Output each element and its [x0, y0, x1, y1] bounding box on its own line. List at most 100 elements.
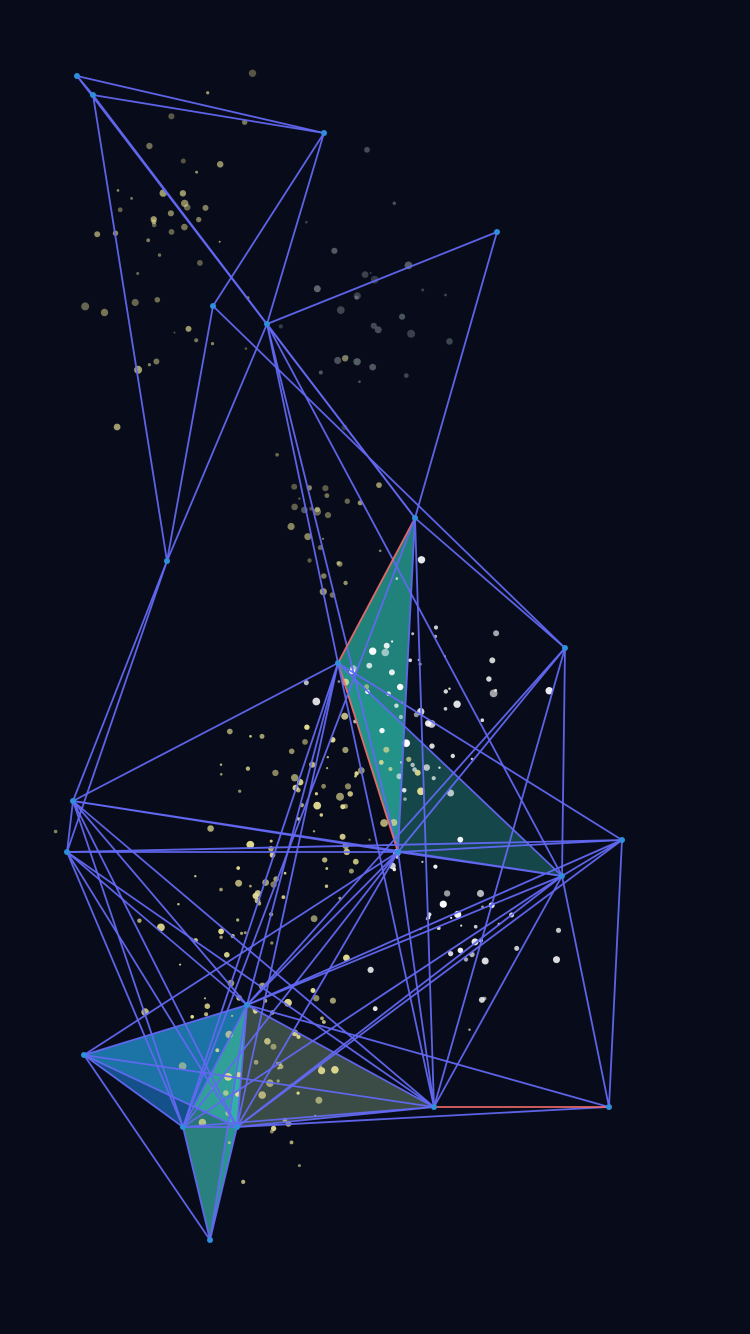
dust-particle-193 [406, 756, 412, 762]
dust-particle-1 [341, 355, 349, 362]
dust-particle-42 [173, 331, 176, 334]
edge-Q-S [83, 1054, 238, 1128]
node-C [494, 229, 500, 235]
node-M [559, 873, 565, 879]
dust-particle-181 [321, 783, 326, 789]
dust-particle-6 [136, 272, 140, 275]
dust-particle-265 [310, 988, 316, 993]
dust-particle-75 [403, 373, 409, 378]
dust-particle-79 [298, 497, 301, 500]
dust-particle-12 [151, 219, 157, 225]
dust-particle-152 [421, 860, 424, 864]
dust-particle-217 [179, 963, 182, 966]
dust-particle-4 [130, 197, 134, 200]
dust-particle-104 [395, 577, 399, 580]
dust-particle-89 [337, 561, 343, 567]
dust-particle-302 [468, 1028, 471, 1031]
dust-particle-266 [224, 952, 230, 958]
dust-particle-16 [195, 170, 199, 174]
node-Q [81, 1052, 87, 1058]
dust-particle-251 [243, 931, 247, 935]
dust-particle-224 [283, 871, 287, 875]
edge-H-R [182, 662, 339, 1128]
dust-particle-212 [352, 858, 359, 865]
edge-S-U [236, 1106, 610, 1128]
edge-L-M [397, 851, 563, 877]
dust-particle-289 [450, 916, 453, 920]
dust-particle-336 [318, 1067, 326, 1075]
edge-K-O [66, 851, 248, 1006]
edge-J-K [66, 800, 74, 853]
dust-particle-255 [281, 895, 286, 899]
dust-particle-202 [291, 774, 299, 782]
dust-particle-216 [137, 918, 142, 923]
dust-particle-135 [489, 657, 496, 664]
dust-particle-53 [369, 271, 372, 274]
dust-particle-62 [353, 292, 361, 300]
dust-particle-163 [341, 712, 349, 720]
edge-E-F [166, 323, 268, 562]
dust-particle-50 [334, 356, 342, 365]
dust-particle-338 [178, 1062, 187, 1071]
shaded-triangle-4 [84, 1005, 247, 1127]
dust-particle-297 [553, 956, 560, 964]
dust-particle-106 [417, 556, 426, 564]
dust-particle-173 [319, 813, 323, 817]
dust-particle-249 [313, 995, 320, 1002]
node-W [90, 92, 96, 98]
edge-J-S [72, 800, 238, 1128]
dust-particle-192 [249, 735, 252, 738]
dust-particle-35 [179, 190, 187, 197]
dust-particle-303 [392, 867, 397, 872]
dust-particle-187 [245, 766, 250, 771]
dust-particle-334 [258, 1091, 267, 1099]
dust-particle-155 [381, 648, 390, 657]
dust-particle-188 [295, 787, 301, 793]
dust-particle-136 [431, 776, 436, 781]
dust-particle-207 [340, 804, 346, 810]
edge-L-N [397, 839, 623, 853]
edge-O-Q [83, 1004, 248, 1056]
edge-N-S [236, 839, 623, 1128]
dust-particle-15 [81, 302, 90, 311]
dust-particle-341 [270, 1125, 277, 1132]
dust-particle-213 [314, 792, 318, 796]
dust-particle-51 [344, 355, 349, 360]
dust-particle-69 [364, 146, 370, 153]
edge-A-B [76, 75, 325, 134]
edge-R-T [182, 1106, 435, 1128]
edge-K-R [66, 851, 184, 1128]
dust-particle-37 [210, 342, 215, 346]
dust-particle-64 [336, 306, 345, 314]
dust-particle-253 [219, 763, 223, 766]
dust-particle-313 [215, 1048, 220, 1053]
edge-Q-R [83, 1054, 184, 1128]
edge-Q-V [83, 1054, 211, 1241]
edge-J-T [72, 800, 435, 1108]
edge-H-M [337, 662, 563, 877]
dust-particle-319 [241, 1179, 246, 1184]
dust-particle-21 [206, 91, 210, 95]
dust-particle-154 [396, 773, 403, 780]
dust-particle-105 [423, 764, 431, 771]
dust-particle-118 [470, 757, 474, 761]
dust-particle-246 [246, 840, 255, 849]
edge-B-E [266, 132, 325, 325]
dust-particle-80 [376, 482, 382, 488]
dust-particle-58 [392, 201, 396, 205]
dust-particle-310 [270, 1043, 277, 1050]
edge-E-G [266, 323, 416, 519]
dust-particle-175 [383, 746, 390, 753]
dust-particle-300 [439, 900, 447, 908]
dust-particle-143 [303, 680, 309, 686]
dust-particle-206 [322, 857, 328, 863]
dust-particle-169 [272, 769, 279, 777]
dust-particle-252 [204, 1012, 209, 1017]
dust-particle-20 [218, 240, 221, 243]
shaded-triangle-1 [338, 518, 415, 852]
dust-particle-335 [296, 1034, 301, 1039]
dust-particle-199 [304, 724, 310, 730]
dust-particle-170 [343, 580, 348, 586]
node-H [335, 660, 341, 666]
